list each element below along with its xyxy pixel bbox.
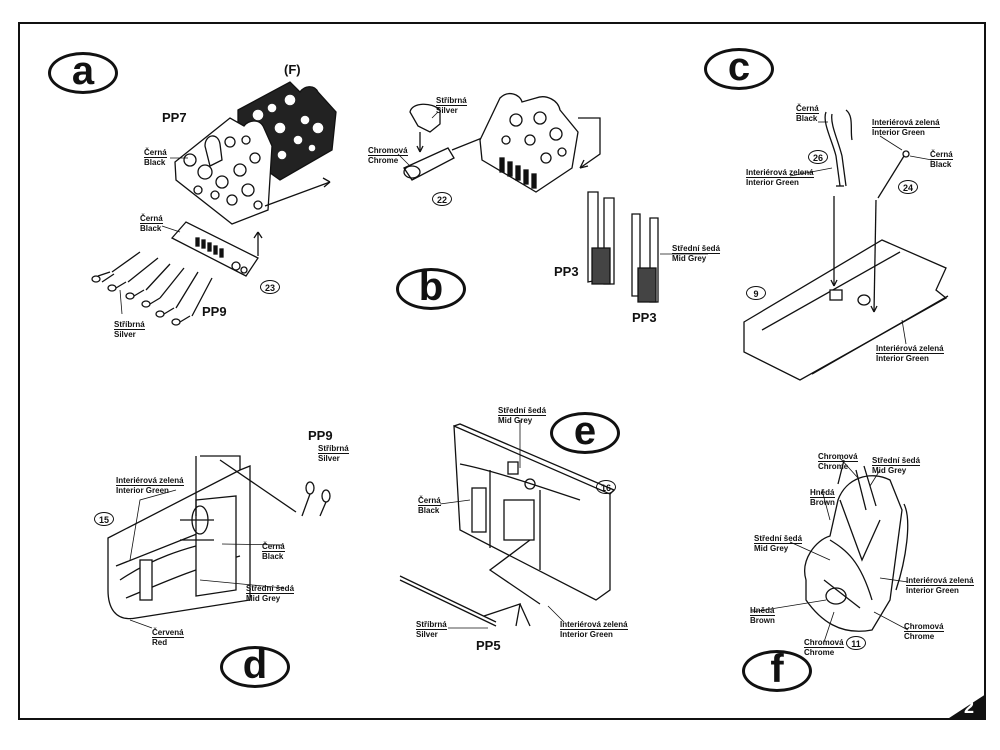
code-pp3-left: PP3 [554,264,579,279]
code-pp3-right: PP3 [632,310,657,325]
step-a: a [48,51,118,94]
part-16: 16 [596,480,616,494]
rudder-pedals-pp3 [587,191,659,303]
step-e: e [550,411,620,454]
floor-9 [743,239,949,381]
switch-levers-pp9 [91,251,213,326]
part-26: 26 [808,150,828,164]
part-9: 9 [746,286,766,300]
step-c: c [704,47,774,90]
part-24: 24 [898,180,918,194]
page-border [18,22,986,720]
step-f: f [742,649,812,692]
code-pp9-a: PP9 [202,304,227,319]
code-pp7: PP7 [162,110,187,125]
lever-24 [877,150,910,199]
part-11: 11 [846,636,866,650]
part-22: 22 [432,192,452,206]
levers-pp9-d [301,481,331,517]
part-23: 23 [260,280,280,294]
code-pp9-d: PP9 [308,428,333,443]
switch-panel-23 [170,221,259,277]
cockpit-sidewall-15 [107,455,251,620]
step-b: b [396,267,466,310]
gunsight-22 [403,103,513,181]
instrument-panel-pp7 [174,117,273,225]
page-number: 2 [964,697,975,717]
code-pp5: PP5 [476,638,501,653]
part-15: 15 [94,512,114,526]
instrument-panel-b [479,92,579,193]
rod-pp5 [399,575,531,627]
step-d: d [220,645,290,688]
seat-11 [804,459,909,632]
page-corner [946,694,986,720]
control-stick-26 [824,109,853,187]
code-f: (F) [284,62,301,77]
